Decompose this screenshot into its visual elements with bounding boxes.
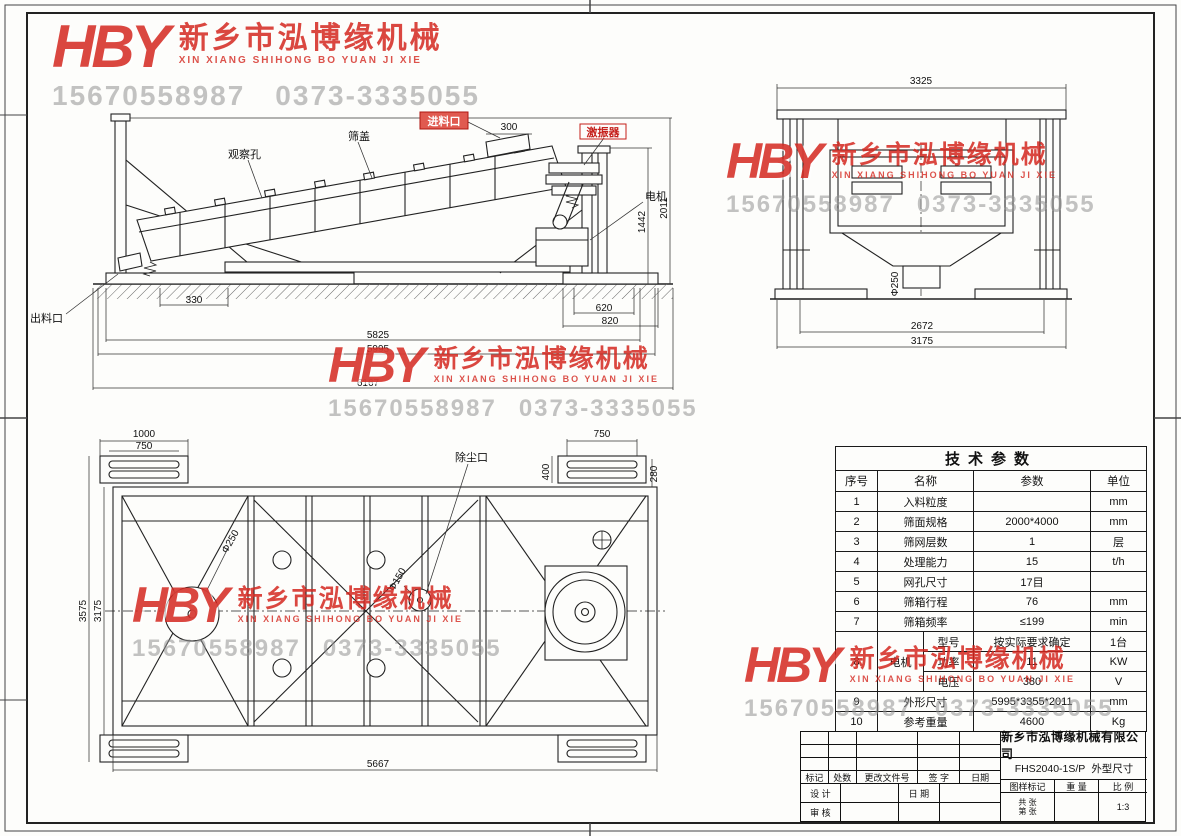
end-view [770,109,1072,300]
col-header-value: 参数 [973,470,1091,492]
dim-3175-plan: 3175 [93,599,104,622]
table-row-motor: 8 电机 型号 按实际要求确定 1台 [835,631,1148,692]
feed-inlet-highlight [419,111,469,130]
col-header-unit: 单位 [1089,470,1148,492]
company-name: 新乡市泓博缘机械有限公司 [1001,730,1147,761]
exciter-highlight [579,123,627,140]
stamp-header-row: 图样标记 重 量 比 例 [1001,780,1147,793]
dim-2672: 2672 [911,321,934,332]
dim-2011: 2011 [659,197,670,219]
side-view [93,113,673,299]
scale-value: 1:3 [1116,802,1130,812]
side-view-dims [65,117,674,390]
signature-row: 审 核 [801,803,1000,821]
stamp-value-row: 共 张 第 张 1:3 [1001,793,1147,821]
label-observation-hole: 观察孔 [228,147,261,161]
dim-6167: 6167 [357,378,380,389]
revision-header-row: 标记 处数 更改文件号 签 字 日期 [801,771,1000,784]
col-header-name: 名称 [877,470,974,492]
sheet-title: 外型尺寸 [1091,763,1134,775]
dim-280: 280 [649,465,660,482]
drawing-number-row: FHS2040-1S/P 外型尺寸 [1001,758,1147,780]
dim-330: 330 [186,295,203,306]
dim-1442: 1442 [637,210,648,233]
revision-row [801,758,1000,771]
dim-phi250-spout: Φ250 [890,271,901,296]
dim-1000: 1000 [133,429,156,440]
title-block: 标记 处数 更改文件号 签 字 日期 设 计 日 期 审 核 新乡市泓博缘机械有… [800,730,1147,822]
revision-row [801,732,1000,745]
label-motor: 电机 [645,189,667,203]
dim-300: 300 [501,122,518,133]
dim-400: 400 [541,463,552,480]
label-screen-cover: 筛盖 [348,129,370,143]
dim-5825: 5825 [367,330,390,341]
table-title: 技术参数 [834,446,1148,471]
sheet-total: 共 张 [1018,797,1037,807]
dim-5667: 5667 [367,759,390,770]
label-exciter: 激振器 [587,125,621,139]
signature-row: 设 计 日 期 [801,784,1000,803]
end-view-dims [776,84,1067,349]
label-feed-inlet: 进料口 [428,114,461,128]
sheet-index: 第 张 [1018,807,1037,816]
dim-750-right: 750 [594,429,611,440]
dim-3175: 3175 [911,336,934,347]
dim-620: 620 [596,303,613,314]
dim-3575: 3575 [78,599,89,622]
dim-3325: 3325 [910,76,933,87]
label-discharge-outlet: 出料口 [30,311,63,325]
plan-view-dims [88,439,658,772]
dim-5995: 5995 [367,344,390,355]
revision-row [801,745,1000,758]
plan-view [99,455,665,763]
dim-820: 820 [602,316,619,327]
label-dust-port: 除尘口 [455,450,488,464]
dim-750-left: 750 [136,441,153,452]
drawing-number: FHS2040-1S/P [1014,762,1086,775]
col-header-no: 序号 [835,470,878,492]
